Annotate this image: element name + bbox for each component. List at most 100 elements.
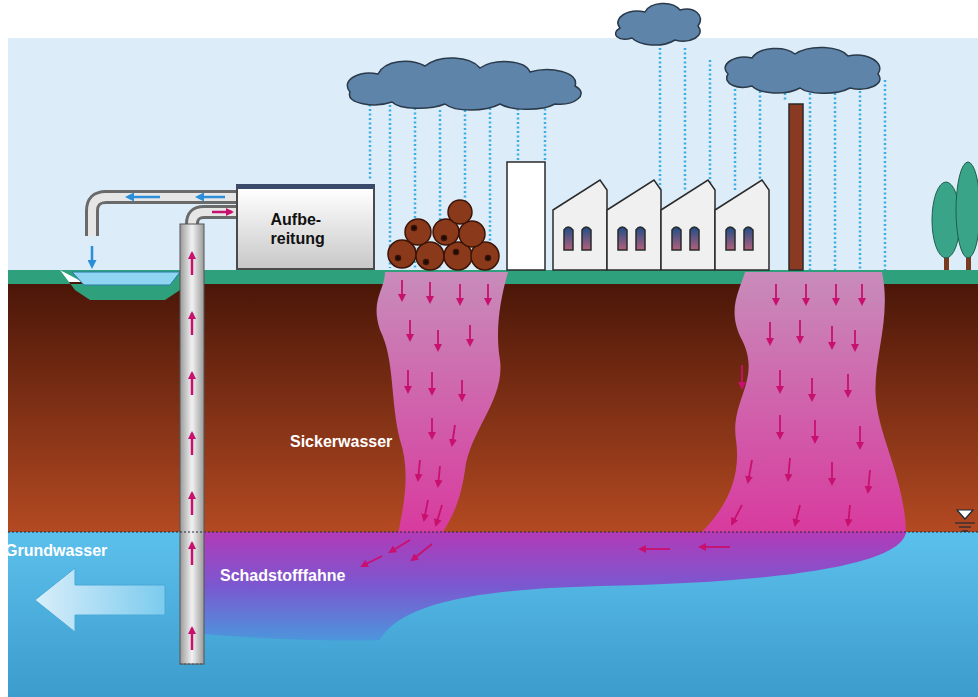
barrels <box>448 200 472 224</box>
factory <box>661 180 715 270</box>
seepage-arrows <box>748 460 752 482</box>
flow-arrows <box>191 253 194 275</box>
flow-arrows <box>91 246 94 266</box>
clouds <box>347 58 581 110</box>
barrels <box>459 221 485 247</box>
pipes <box>180 531 204 532</box>
barrels <box>424 260 429 265</box>
rain <box>389 105 392 268</box>
rain <box>659 48 662 190</box>
seepage-arrows <box>409 320 411 340</box>
trees <box>932 162 978 272</box>
water-table <box>959 526 971 527</box>
seepage-plume <box>204 272 906 641</box>
clouds <box>616 3 701 45</box>
rain <box>369 100 372 180</box>
water-table <box>957 510 973 519</box>
water-table <box>8 531 978 532</box>
barrels <box>486 256 491 261</box>
barrels <box>416 242 444 270</box>
factory <box>672 227 699 250</box>
seepage-arrows <box>847 374 849 396</box>
seepage-arrows <box>407 370 409 392</box>
seepage-arrows <box>452 425 455 445</box>
seepage-arrows <box>861 284 863 304</box>
ground <box>60 270 192 286</box>
seepage-arrows <box>424 500 428 520</box>
seepage-arrows <box>362 556 382 566</box>
factory <box>507 104 803 270</box>
rain <box>544 104 547 160</box>
node-text: Aufbe- reitung <box>271 210 341 248</box>
seepage-arrows <box>795 505 800 525</box>
flow-arrows <box>191 543 194 565</box>
water-table <box>962 530 968 531</box>
sky <box>8 38 978 272</box>
factory <box>715 180 769 270</box>
seepage-arrows <box>437 330 439 350</box>
seepage-plume <box>700 272 906 534</box>
rain <box>809 84 812 270</box>
treatment-plant-box: Aufbe- reitung <box>236 184 375 270</box>
seepage-arrows <box>461 380 463 400</box>
seepage-arrows <box>436 505 442 525</box>
rain <box>684 48 687 190</box>
seepage-arrows <box>859 426 861 448</box>
seepage-plume <box>377 272 508 534</box>
seepage-arrows <box>412 544 432 560</box>
seepage-arrows <box>835 284 837 304</box>
factory <box>607 180 661 270</box>
rain <box>759 82 762 190</box>
seepage-arrows <box>431 418 433 438</box>
rain <box>859 82 862 270</box>
rain <box>709 60 712 190</box>
ground <box>72 272 180 285</box>
flow-arrows <box>191 373 194 395</box>
factory <box>618 227 645 250</box>
seepage-arrows <box>779 415 781 438</box>
seepage-arrows <box>831 462 833 484</box>
seepage-arrows <box>805 284 807 304</box>
seepage-arrows <box>831 326 833 348</box>
flow-arrows <box>92 197 225 266</box>
seepage-plume <box>204 532 906 641</box>
flow-arrows <box>191 313 194 335</box>
factory <box>564 227 591 250</box>
seepage-arrows <box>390 540 410 552</box>
seepage-arrows <box>811 378 813 400</box>
groundwater-flow-arrow <box>35 568 165 632</box>
seepage-arrows <box>814 420 816 442</box>
flow-arrows <box>191 628 194 650</box>
seepage-arrows <box>459 284 461 304</box>
clouds <box>347 3 880 110</box>
barrels <box>396 256 401 261</box>
clouds <box>725 47 880 93</box>
seepage-arrows <box>469 325 471 345</box>
seepage-arrows <box>788 458 790 480</box>
pipes <box>180 224 204 664</box>
rain <box>884 80 887 270</box>
rain <box>734 80 737 190</box>
seepage-arrows <box>700 546 730 548</box>
ground <box>8 270 978 697</box>
flow-arrows <box>128 196 160 199</box>
rain <box>517 104 520 160</box>
seepage-arrows <box>868 470 870 492</box>
seepage-arrows <box>640 548 670 550</box>
seepage-arrows <box>799 320 801 342</box>
seepage-arrows <box>438 466 440 486</box>
seepage-arrows <box>362 280 870 566</box>
seepage-arrows <box>418 460 420 480</box>
flow-arrows <box>191 493 194 515</box>
seepage-arrows <box>487 284 489 304</box>
factory <box>726 227 753 250</box>
seepage-arrows <box>848 505 850 525</box>
factory <box>553 180 607 270</box>
factory <box>789 104 803 270</box>
seepage-arrows <box>431 372 433 394</box>
barrels <box>454 250 459 255</box>
groundwater-label: Grundwasser <box>5 541 107 560</box>
barrels <box>412 226 417 231</box>
flow-arrows <box>92 197 232 650</box>
